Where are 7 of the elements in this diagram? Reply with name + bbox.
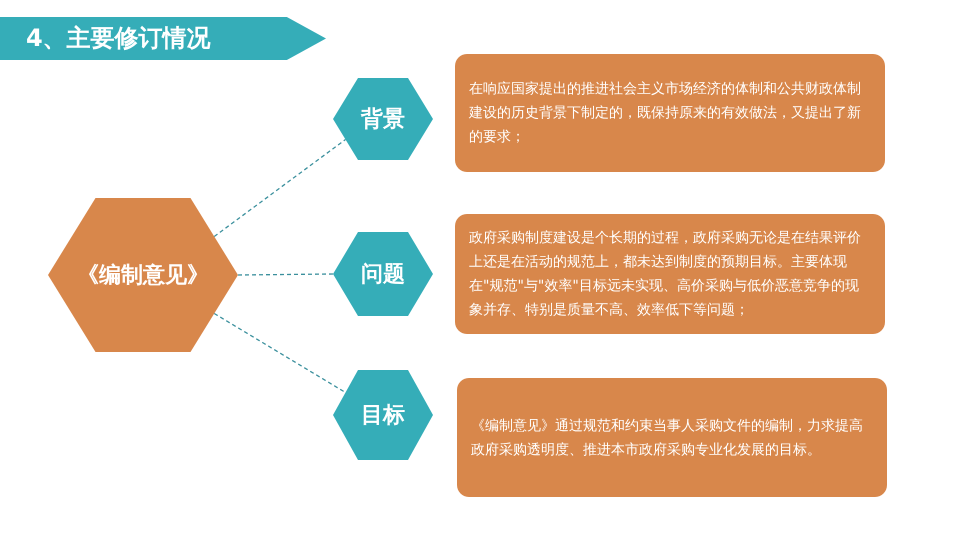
description-box: 在响应国家提出的推进社会主义市场经济的体制和公共财政体制建设的历史背景下制定的，既保持原来的有效做法，又提出了新的要求； [455, 54, 885, 172]
dashed-connector [214, 138, 346, 238]
description-box: 政府采购制度建设是个长期的过程，政府采购无论是在结果评价上还是在活动的规范上，都未达到制度的预期目标。主要体现在"规范"与"效率"目标远未实现、高价采购与低价恶意竞争的现象并存、特别是质量不高、效率低下等问题； [455, 214, 885, 334]
dashed-connector [238, 273, 333, 276]
description-box: 《编制意见》通过规范和约束当事人采购文件的编制，力求提高政府采购透明度、推进本市政府采购专业化发展的目标。 [457, 378, 887, 497]
dashed-connector [214, 312, 346, 394]
title-banner: 4、主要修订情况 [0, 17, 326, 60]
